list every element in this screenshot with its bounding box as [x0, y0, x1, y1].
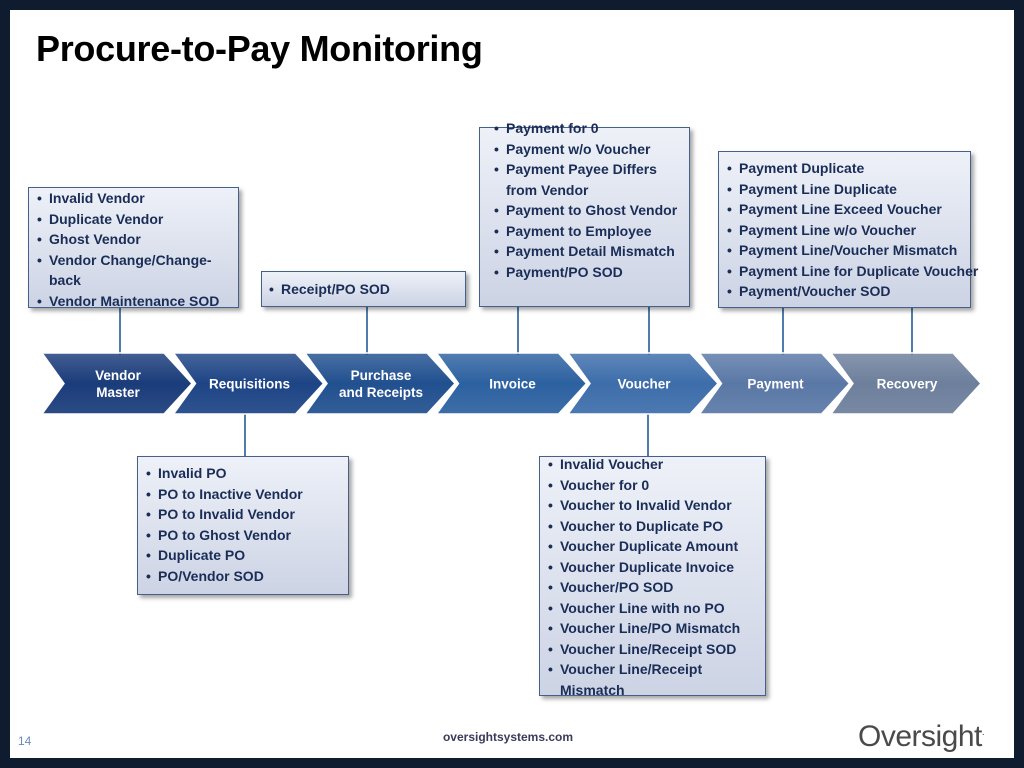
- connector-voucher-bottom: [647, 413, 649, 457]
- slide-title: Procure-to-Pay Monitoring: [36, 28, 483, 69]
- voucher-exceptions-list: Invalid VoucherVoucher for 0Voucher to I…: [546, 454, 761, 700]
- connector-invoice: [517, 307, 519, 355]
- connector-vendor-master: [119, 307, 121, 355]
- invoice-exceptions-list: Payment for 0Payment w/o VoucherPayment …: [492, 118, 685, 282]
- stage-chevron: [566, 352, 720, 415]
- stage-chevron: [829, 352, 983, 415]
- exception-item: Voucher Duplicate Invoice: [546, 557, 761, 578]
- exception-item: Payment Line Duplicate: [725, 179, 966, 200]
- stage-label: Payment: [747, 376, 804, 391]
- vendor-master-exceptions-list: Invalid VendorDuplicate VendorGhost Vend…: [35, 188, 234, 311]
- exception-item: Vendor Change/Change-back: [35, 250, 234, 291]
- exception-item: Payment w/o Voucher: [492, 139, 685, 160]
- exception-item: Voucher Line/Receipt Mismatch: [546, 659, 761, 700]
- footer-url: oversightsystems.com: [442, 730, 574, 744]
- purchase-receipts-exceptions-box: Receipt/PO SOD: [261, 271, 466, 307]
- stage-chevron: [172, 352, 325, 415]
- exception-item: Payment Payee Differs from Vendor: [492, 159, 685, 200]
- vendor-master-exceptions-box: Invalid VendorDuplicate VendorGhost Vend…: [28, 187, 239, 311]
- requisitions-exceptions-list: Invalid POPO to Inactive VendorPO to Inv…: [144, 463, 344, 586]
- exception-item: PO to Ghost Vendor: [144, 525, 344, 546]
- exception-item: Voucher Duplicate Amount: [546, 536, 761, 557]
- exception-item: Vendor Maintenance SOD: [35, 291, 234, 312]
- stage-label: Voucher: [617, 376, 671, 391]
- exception-item: Receipt/PO SOD: [267, 279, 461, 300]
- exception-item: Voucher to Invalid Vendor: [546, 495, 761, 516]
- payment-exceptions-invoice-box: Payment for 0Payment w/o VoucherPayment …: [479, 118, 690, 307]
- connector-voucher-top: [648, 307, 650, 355]
- exception-item: Voucher/PO SOD: [546, 577, 761, 598]
- exception-item: Payment Line/Voucher Mismatch: [725, 240, 966, 261]
- connector-purchase: [366, 307, 368, 355]
- exception-item: Invalid Voucher: [546, 454, 761, 475]
- exception-item: Invalid PO: [144, 463, 344, 484]
- exception-item: Payment Line for Duplicate Voucher: [725, 261, 978, 282]
- exception-item: Payment Duplicate: [725, 158, 966, 179]
- stage-label: Invoice: [489, 376, 536, 391]
- connector-recovery: [911, 307, 913, 355]
- stage-chevron: [435, 352, 588, 415]
- stage-chevron: [40, 352, 194, 415]
- exception-item: Payment/Voucher SOD: [725, 281, 966, 302]
- voucher-exceptions-box: Invalid VoucherVoucher for 0Voucher to I…: [539, 454, 766, 698]
- stage-label: Recovery: [876, 376, 938, 391]
- exception-item: Payment/PO SOD: [492, 262, 685, 283]
- stage-label: Requisitions: [208, 376, 290, 391]
- requisitions-exceptions-box: Invalid POPO to Inactive VendorPO to Inv…: [137, 456, 349, 595]
- exception-item: Voucher Line/PO Mismatch: [546, 618, 761, 639]
- exception-item: Voucher for 0: [546, 475, 761, 496]
- exception-item: PO to Inactive Vendor: [144, 484, 344, 505]
- logo-text: Oversight: [858, 720, 982, 753]
- purchase-receipts-exceptions-list: Receipt/PO SOD: [267, 279, 461, 300]
- exception-item: Payment Line w/o Voucher: [725, 220, 966, 241]
- exception-item: Invalid Vendor: [35, 188, 234, 209]
- exception-item: Payment to Employee: [492, 221, 685, 242]
- payment-exceptions-box: Payment DuplicatePayment Line DuplicateP…: [718, 151, 978, 308]
- exception-item: Payment Line Exceed Voucher: [725, 199, 966, 220]
- exception-item: Payment to Ghost Vendor: [492, 200, 685, 221]
- connector-requisitions: [244, 413, 246, 457]
- exception-item: PO to Invalid Vendor: [144, 504, 344, 525]
- stage-chevron: [698, 352, 851, 415]
- exception-item: Voucher to Duplicate PO: [546, 516, 761, 537]
- exception-item: Payment for 0: [492, 118, 685, 139]
- connector-payment: [782, 307, 784, 355]
- page-number: 14: [18, 734, 32, 748]
- exception-item: Voucher Line/Receipt SOD: [546, 639, 761, 660]
- process-flow: [40, 352, 983, 415]
- exception-item: Ghost Vendor: [35, 229, 234, 250]
- stage-chevron: [303, 352, 457, 415]
- oversight-logo: Oversight.: [858, 720, 985, 754]
- payment-exceptions-list: Payment DuplicatePayment Line DuplicateP…: [725, 158, 978, 302]
- exception-item: Duplicate Vendor: [35, 209, 234, 230]
- exception-item: PO/Vendor SOD: [144, 566, 344, 587]
- exception-item: Voucher Line with no PO: [546, 598, 761, 619]
- exception-item: Duplicate PO: [144, 545, 344, 566]
- trademark-mark: .: [981, 727, 985, 738]
- exception-item: Payment Detail Mismatch: [492, 241, 685, 262]
